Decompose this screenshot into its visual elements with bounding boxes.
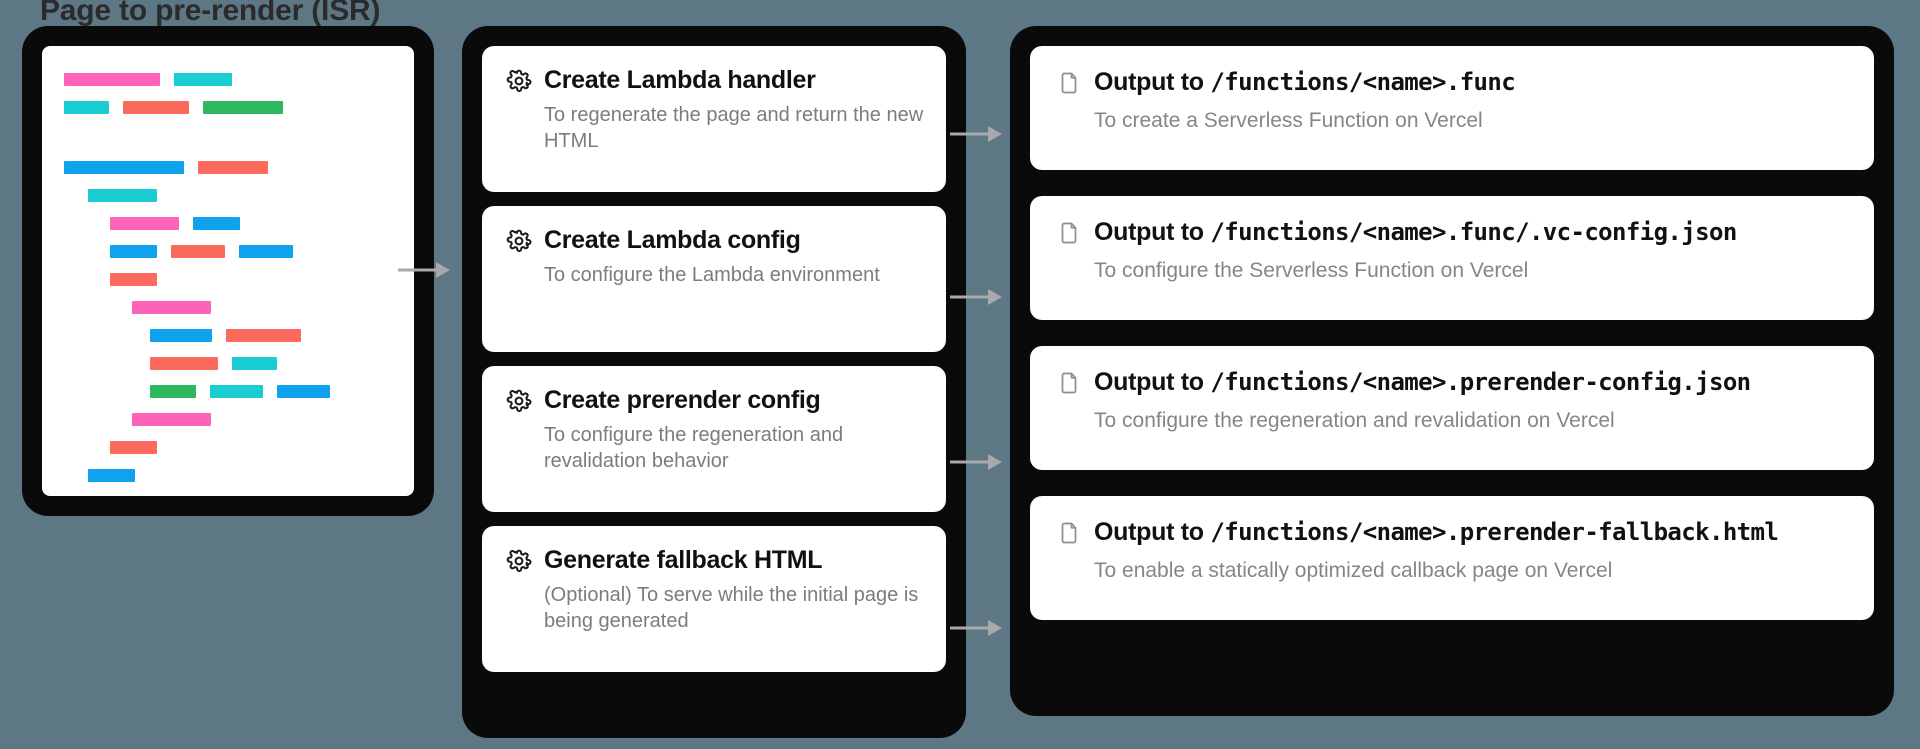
output-description: To create a Serverless Function on Verce… [1094,108,1483,132]
step-description: To configure the Lambda environment [544,263,880,286]
code-token-blue [193,217,240,230]
code-token-cyan [210,385,263,398]
code-line [64,244,392,259]
output-card[interactable]: Output to /functions/<name>.prerender-fa… [1030,496,1874,620]
step-card[interactable]: Generate fallback HTML (Optional) To serv… [482,526,946,672]
output-title-prefix: Output to [1094,68,1211,96]
code-line [64,100,392,115]
code-token-pink [132,413,211,426]
code-line [64,216,392,231]
steps-group-container: Create Lambda handler To regenerate the p… [462,26,966,738]
outputs-group-container: Output to /functions/<name>.func To creat… [1010,26,1894,716]
output-card-body: Output to /functions/<name>.func/.vc-con… [1094,218,1850,284]
step-title: Generate fallback HTML [544,546,823,574]
step-description: To regenerate the page and return the ne… [544,103,924,152]
gear-icon [504,226,534,254]
source-code-card [42,46,414,496]
code-line [64,72,392,87]
code-line [64,300,392,315]
step-card-body: Create Lambda config To configure the Lam… [544,226,924,288]
gear-icon [504,386,534,414]
code-token-green [203,101,283,114]
code-token-blue [64,161,184,174]
gear-icon [504,546,534,574]
code-token-cyan [88,189,157,202]
source-group-container [22,26,434,516]
output-title: Output to /functions/<name>.func/.vc-con… [1094,218,1850,248]
code-line [64,160,392,175]
file-icon [1054,368,1084,396]
code-token-green [150,385,196,398]
code-token-red [150,357,218,370]
output-card[interactable]: Output to /functions/<name>.func/.vc-con… [1030,196,1874,320]
code-token-cyan [174,73,232,86]
output-card-body: Output to /functions/<name>.prerender-fa… [1094,518,1850,584]
code-token-blue [239,245,293,258]
code-token-pink [64,73,160,86]
code-token-red [110,273,157,286]
step-card[interactable]: Create Lambda handler To regenerate the p… [482,46,946,192]
step-card[interactable]: Create Lambda config To configure the Lam… [482,206,946,352]
output-description: To configure the Serverless Function on … [1094,258,1529,282]
arrow-step-to-output-3 [948,450,1006,474]
output-title-path: /functions/<name>.prerender-config.json [1210,368,1751,396]
code-line [64,468,392,483]
step-card[interactable]: Create prerender config To configure the … [482,366,946,512]
output-title-path: /functions/<name>.func/.vc-config.json [1210,218,1737,246]
code-line [64,356,392,371]
output-card[interactable]: Output to /functions/<name>.prerender-co… [1030,346,1874,470]
code-token-red [198,161,268,174]
output-description: To configure the regeneration and revali… [1094,408,1615,432]
output-title-path: /functions/<name>.prerender-fallback.htm… [1210,518,1779,546]
page-title: Page to pre-render (ISR) [40,0,381,27]
output-title-prefix: Output to [1094,518,1211,546]
arrow-source-to-steps [396,258,454,282]
code-line-spacer [64,128,392,160]
step-description: To configure the regeneration and revali… [544,423,844,472]
output-title-prefix: Output to [1094,218,1211,246]
code-token-blue [150,329,212,342]
code-token-red [110,441,157,454]
code-token-cyan [64,101,109,114]
code-line [64,440,392,455]
code-line [64,328,392,343]
output-description: To enable a statically optimized callbac… [1094,558,1613,582]
file-icon [1054,68,1084,96]
file-icon [1054,218,1084,246]
arrow-step-to-output-1 [948,122,1006,146]
output-card-body: Output to /functions/<name>.func To creat… [1094,68,1850,134]
code-token-cyan [232,357,277,370]
step-card-body: Create Lambda handler To regenerate the p… [544,66,924,154]
code-token-blue [110,245,157,258]
code-token-red [123,101,189,114]
step-card-body: Create prerender config To configure the … [544,386,924,474]
gear-icon [504,66,534,94]
output-title: Output to /functions/<name>.prerender-fa… [1094,518,1850,548]
output-title-prefix: Output to [1094,368,1211,396]
step-description: (Optional) To serve while the initial pa… [544,583,919,632]
step-card-body: Generate fallback HTML (Optional) To serv… [544,546,924,634]
code-line [64,272,392,287]
code-token-blue [88,469,135,482]
step-title: Create Lambda config [544,226,801,254]
arrow-step-to-output-4 [948,616,1006,640]
code-token-red [226,329,301,342]
output-title: Output to /functions/<name>.prerender-co… [1094,368,1850,398]
arrow-step-to-output-2 [948,285,1006,309]
code-token-pink [110,217,179,230]
step-title: Create prerender config [544,386,821,414]
code-token-pink [132,301,211,314]
output-title: Output to /functions/<name>.func [1094,68,1850,98]
output-title-path: /functions/<name>.func [1210,68,1516,96]
code-line [64,188,392,203]
code-line [64,412,392,427]
output-card[interactable]: Output to /functions/<name>.func To creat… [1030,46,1874,170]
output-card-body: Output to /functions/<name>.prerender-co… [1094,368,1850,434]
file-icon [1054,518,1084,546]
code-token-red [171,245,225,258]
code-token-blue [277,385,330,398]
step-title: Create Lambda handler [544,66,816,94]
code-line [64,384,392,399]
